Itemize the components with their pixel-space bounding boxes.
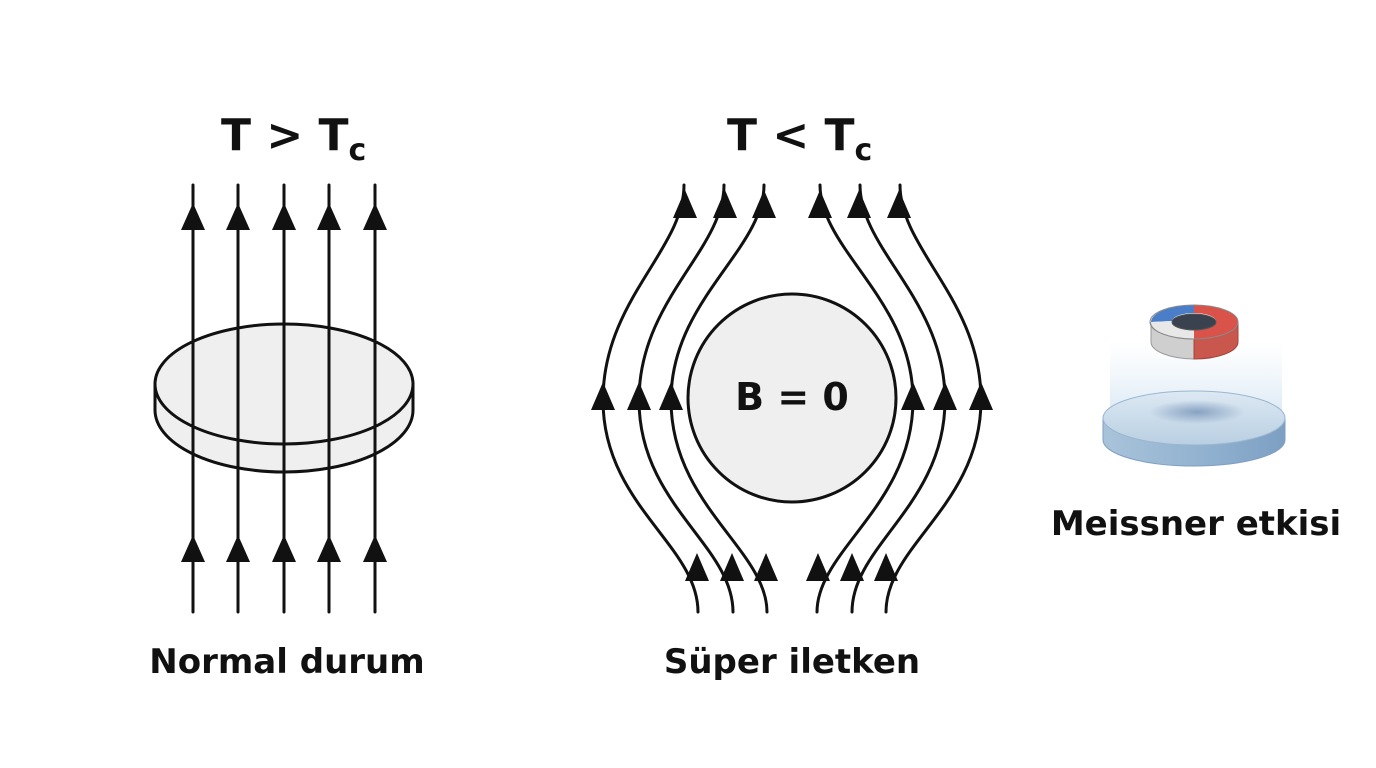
- super-title: T < Tc: [727, 110, 872, 168]
- arrow-up-icon: [720, 553, 744, 581]
- arrow-up-icon: [806, 553, 830, 581]
- arrow-up-icon: [181, 535, 205, 562]
- arrow-up-icon: [887, 190, 911, 218]
- arrow-up-icon: [363, 535, 387, 562]
- arrow-up-icon: [969, 382, 993, 410]
- normal-title-main: T > T: [221, 110, 349, 161]
- super-arrows-bottom: [685, 553, 898, 581]
- magnet-outline: [1149, 304, 1239, 340]
- super-title-main: T < T: [727, 110, 855, 161]
- arrow-up-icon: [627, 382, 651, 410]
- arrow-up-icon: [226, 203, 250, 230]
- magnet-top-neutral: [1151, 321, 1194, 339]
- arrow-up-icon: [808, 190, 832, 218]
- super-title-subscript: c: [855, 133, 873, 168]
- superconductor-panel: T < Tc B = 0: [591, 110, 993, 682]
- super-arrows-top: [673, 190, 911, 218]
- arrow-up-icon: [847, 190, 871, 218]
- super-arrows-middle: [591, 382, 993, 410]
- arrow-up-icon: [317, 535, 341, 562]
- puck-shadow: [1149, 400, 1245, 424]
- arrow-up-icon: [673, 190, 697, 218]
- superconductor-sphere: [686, 292, 898, 504]
- arrow-up-icon: [272, 203, 296, 230]
- arrow-up-icon: [713, 190, 737, 218]
- normal-arrows-top: [181, 203, 387, 230]
- arrow-up-icon: [591, 382, 615, 410]
- meissner-caption: Meissner etkisi: [1051, 504, 1341, 544]
- arrow-up-icon: [685, 553, 709, 581]
- arrow-up-icon: [901, 382, 925, 410]
- arrow-up-icon: [933, 382, 957, 410]
- normal-arrows-bottom: [181, 535, 387, 562]
- field-line: [884, 183, 983, 614]
- b-equals-zero-label: B = 0: [735, 375, 849, 419]
- super-caption: Süper iletken: [664, 642, 920, 682]
- superconductor-puck: [1102, 390, 1286, 467]
- arrow-up-icon: [752, 190, 776, 218]
- arrow-up-icon: [181, 203, 205, 230]
- arrow-up-icon: [754, 553, 778, 581]
- magnet-top-south: [1151, 305, 1194, 322]
- normal-caption: Normal durum: [149, 642, 424, 682]
- field-line: [601, 183, 700, 614]
- arrow-up-icon: [317, 203, 341, 230]
- normal-state-panel: T > Tc Normal durum: [149, 110, 424, 682]
- ring-magnet: [1149, 304, 1239, 360]
- arrow-up-icon: [874, 553, 898, 581]
- meissner-panel: Meissner etkisi: [1051, 304, 1341, 544]
- arrow-up-icon: [226, 535, 250, 562]
- normal-title: T > Tc: [221, 110, 366, 168]
- arrow-up-icon: [272, 535, 296, 562]
- magnet-hole: [1171, 313, 1217, 331]
- arrow-up-icon: [363, 203, 387, 230]
- normal-title-subscript: c: [349, 133, 367, 168]
- arrow-up-icon: [659, 382, 683, 410]
- arrow-up-icon: [840, 553, 864, 581]
